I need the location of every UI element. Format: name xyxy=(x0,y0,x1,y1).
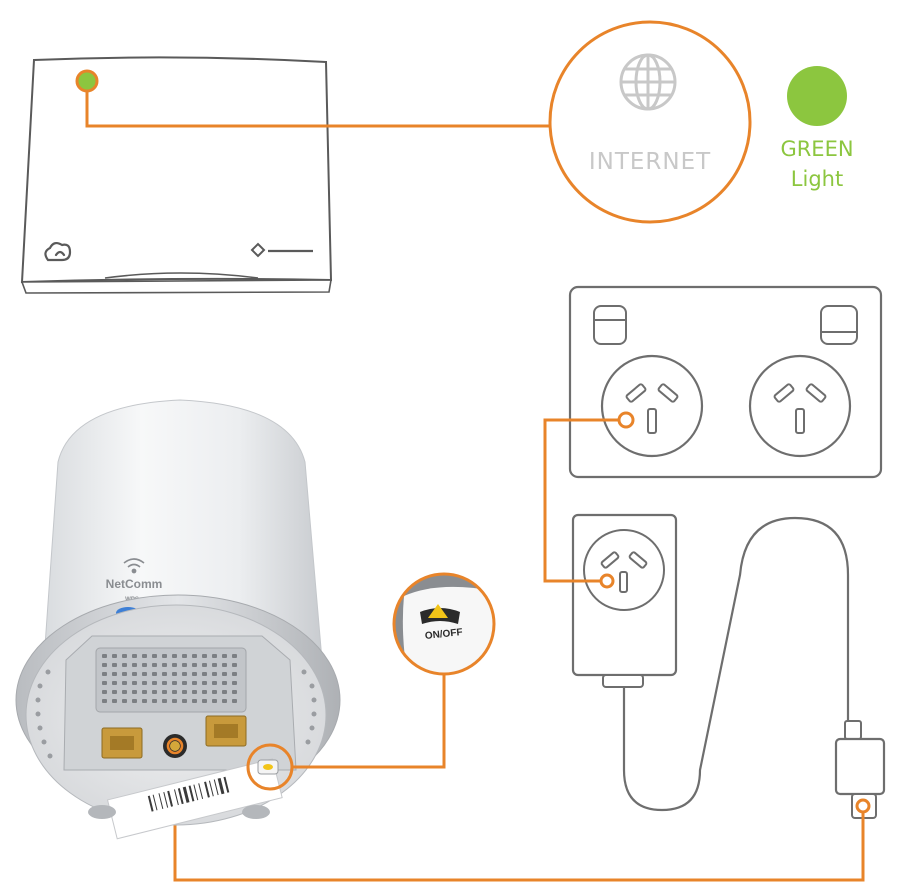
socket-right xyxy=(748,354,852,458)
adapter-cable-strain-relief xyxy=(602,674,644,688)
dc-plug-body xyxy=(834,737,886,796)
outlet-switch-left xyxy=(593,305,627,345)
wall-power-outlet xyxy=(568,285,883,479)
router-base-curve xyxy=(104,272,259,279)
socket-connect-marker xyxy=(617,411,635,429)
green-label: GREEN xyxy=(780,137,853,161)
wifi-logo-icon xyxy=(123,558,145,574)
status-legend: GREEN Light xyxy=(780,66,854,191)
cloud-icon xyxy=(44,241,72,262)
green-light-swatch xyxy=(787,66,847,126)
satellite-unit: NetComm WPS xyxy=(15,399,341,840)
product-label-sticker xyxy=(106,758,283,840)
router-front-view xyxy=(20,56,333,294)
switch-to-zoom-connector xyxy=(292,674,446,769)
brand-label: NetComm xyxy=(106,577,163,591)
grille-slots xyxy=(102,654,237,703)
internet-label: INTERNET xyxy=(589,149,711,175)
router-base xyxy=(20,279,332,294)
internet-bubble-circle xyxy=(548,20,752,224)
rubber-foot-right xyxy=(242,805,270,819)
led-to-internet-connector xyxy=(85,91,552,128)
router-body xyxy=(20,56,333,284)
switch-yellow-indicator xyxy=(428,604,448,618)
lan-port-2 xyxy=(205,715,247,747)
rubber-foot-left xyxy=(88,805,116,819)
switch-zoom-bubble: ON/OFF xyxy=(392,572,496,676)
power-adapter xyxy=(571,513,886,819)
wps-diamond-icon xyxy=(250,242,266,258)
on-off-label: ON/OFF xyxy=(424,627,463,642)
zoom-bubble-ring xyxy=(392,572,496,676)
status-led xyxy=(75,69,99,93)
lan-port-1 xyxy=(101,727,143,759)
dc-plug-marker xyxy=(855,798,871,814)
light-label: Light xyxy=(791,167,843,191)
adapter-cable xyxy=(622,516,850,812)
outlet-switch-right xyxy=(820,305,858,345)
socket-left xyxy=(600,354,704,458)
adapter-connect-marker xyxy=(599,573,615,589)
wall-to-adapter-connector xyxy=(543,418,619,583)
satellite-body xyxy=(43,399,323,661)
dc-plug-neck xyxy=(844,720,862,740)
adapter-socket xyxy=(583,529,665,611)
vent-holes xyxy=(35,669,317,759)
globe-icon xyxy=(619,53,677,111)
internet-bubble: INTERNET xyxy=(548,20,752,224)
